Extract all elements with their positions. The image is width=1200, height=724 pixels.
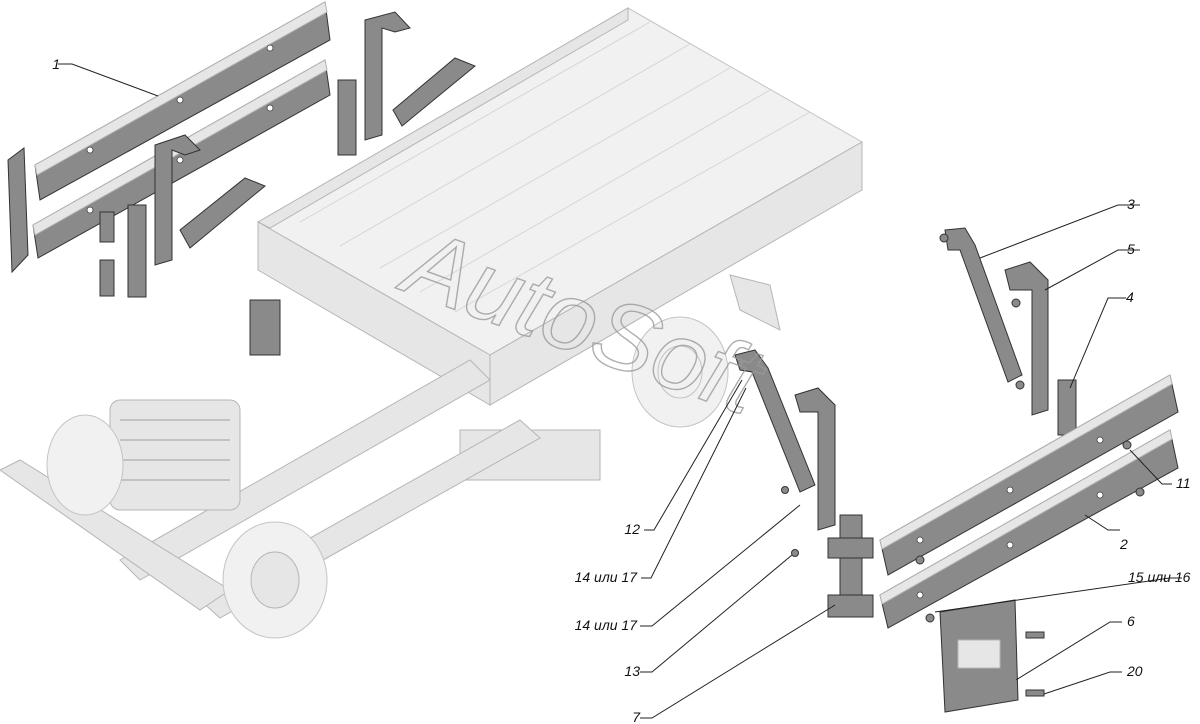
small-bracket-1 [99,211,115,243]
bolt-icon [1015,380,1025,390]
part-7-plate-2 [827,594,874,618]
part-7-plate-1 [827,537,874,559]
callout-14-or-17-lower: 14 или 17 [575,617,639,633]
leader-13 [640,554,793,673]
angled-strut-2 [392,57,476,127]
part-2-rail-upper-top [879,374,1173,550]
bolt-icon [925,613,935,623]
screw-icon [1025,631,1045,639]
part-6-window [957,639,1001,669]
cargo-front-wall [489,141,863,406]
callout-labels: 1 2 3 4 5 6 7 11 12 13 14 или 17 14 или … [52,56,1190,724]
callout-2: 2 [1119,536,1128,552]
bolt-icon [791,549,799,557]
part-2-rail-lower-top [879,429,1173,605]
bolt-icon [1011,298,1021,308]
leader-1 [58,63,159,97]
leader-14a [641,387,747,579]
leader-6 [1015,621,1122,681]
leader-2 [1084,514,1120,531]
mudflap-ghost [729,274,781,331]
frame-rail-left [119,359,491,581]
callout-11: 11 [1176,475,1191,491]
callout-20: 20 [1126,663,1143,679]
parts-group-right [734,227,1179,713]
bolt-icon [939,233,949,243]
long-rail-upper-top [34,1,328,176]
end-plate-left [7,147,29,274]
small-bracket-2 [99,259,115,297]
engine-block [109,399,241,511]
leader-5 [1044,249,1140,291]
callout-14-or-17-upper: 14 или 17 [575,569,639,585]
tall-bracket-1 [154,134,201,266]
angled-strut-1 [179,177,266,249]
part-3-bracket [944,227,1023,383]
callout-3: 3 [1127,196,1135,212]
vertical-bracket-1 [127,204,147,298]
parts-group-left [7,1,476,356]
bolt-icon [781,486,789,494]
rail-holes [86,44,274,214]
part-12b-bracket [794,387,836,531]
leader-20 [1043,671,1122,695]
callout-1: 1 [52,56,60,72]
leader-4 [1069,297,1126,389]
leader-11 [1129,449,1172,485]
callout-7: 7 [632,709,641,724]
vertical-bracket-2 [337,79,357,156]
part-12-bracket [734,349,816,493]
tall-bracket-2 [364,11,411,141]
bolt-icon [1122,440,1132,450]
leader-7 [640,604,836,719]
screw-icon [1025,689,1045,697]
leader-lines [58,63,1182,719]
callout-15-or-16: 15 или 16 [1128,569,1191,585]
front-wheel-left [46,414,124,516]
callout-5: 5 [1127,241,1135,257]
part-4-plate [1057,379,1077,436]
vehicle-chassis-ghost [0,7,864,639]
callout-4: 4 [1126,289,1134,305]
under-bracket [249,299,281,356]
leader-15 [934,577,1182,613]
cargo-floor-planks [299,21,811,313]
rear-hub [657,345,703,399]
callout-12: 12 [624,521,640,537]
part-2-holes [916,436,1104,599]
front-hub-right [250,551,300,609]
engine-detail [120,419,230,481]
leader-12 [644,379,743,531]
bolt-icon [915,555,925,565]
bolt-icon [1135,487,1145,497]
leader-14b [640,504,801,627]
callout-13: 13 [624,663,640,679]
callout-6: 6 [1127,613,1135,629]
part-5-bracket [1004,261,1049,416]
fasteners [781,233,1145,697]
leader-3 [979,204,1140,259]
cargo-rear-wall [256,7,629,229]
